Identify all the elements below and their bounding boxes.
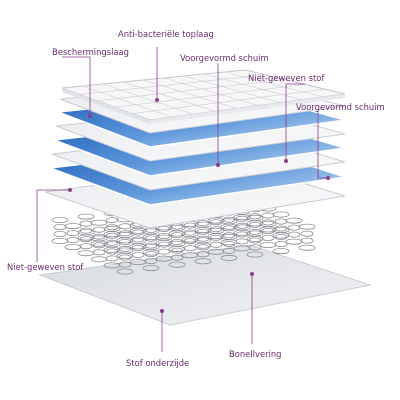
spring-coil — [103, 241, 121, 269]
antibacterial-top-layer — [61, 69, 346, 124]
leader-lines — [36, 47, 328, 352]
bonnell-springs — [51, 193, 316, 275]
label-bottom-fabric: Stof onderzijde — [126, 358, 190, 368]
label-protective-layer: Beschermingslaag — [52, 47, 130, 57]
label-shaped-foam-2: Voorgevormd schuim — [296, 102, 385, 112]
label-nonwoven-top: Niet-geweven stof — [248, 73, 325, 83]
spring-coil — [298, 223, 316, 251]
spring-coil — [77, 229, 95, 257]
label-antibacterial-top: Anti-bacteriële toplaag — [118, 29, 214, 39]
spring-coil — [207, 227, 225, 255]
leader-dots — [68, 98, 330, 313]
spring-coil — [272, 227, 290, 255]
spring-coil — [220, 233, 238, 261]
label-shaped-foam-1: Voorgevormd schuim — [180, 53, 269, 63]
spring-coil — [116, 247, 134, 275]
label-bonnell-springs: Bonellvering — [229, 349, 282, 359]
spring-coil — [90, 235, 108, 263]
spring-coil — [142, 244, 160, 272]
spring-coil — [181, 231, 199, 259]
spring-coil — [233, 224, 251, 252]
spring-coil — [129, 237, 147, 265]
spring-coil — [64, 223, 82, 251]
spring-coil — [285, 217, 303, 245]
spring-coil — [51, 216, 69, 244]
spring-coil — [246, 230, 264, 258]
spring-coil — [194, 237, 212, 265]
spring-coil — [259, 220, 277, 248]
label-nonwoven-left: Niet-geweven stof — [7, 262, 84, 272]
spring-coil — [155, 234, 173, 262]
spring-coil — [168, 240, 186, 268]
